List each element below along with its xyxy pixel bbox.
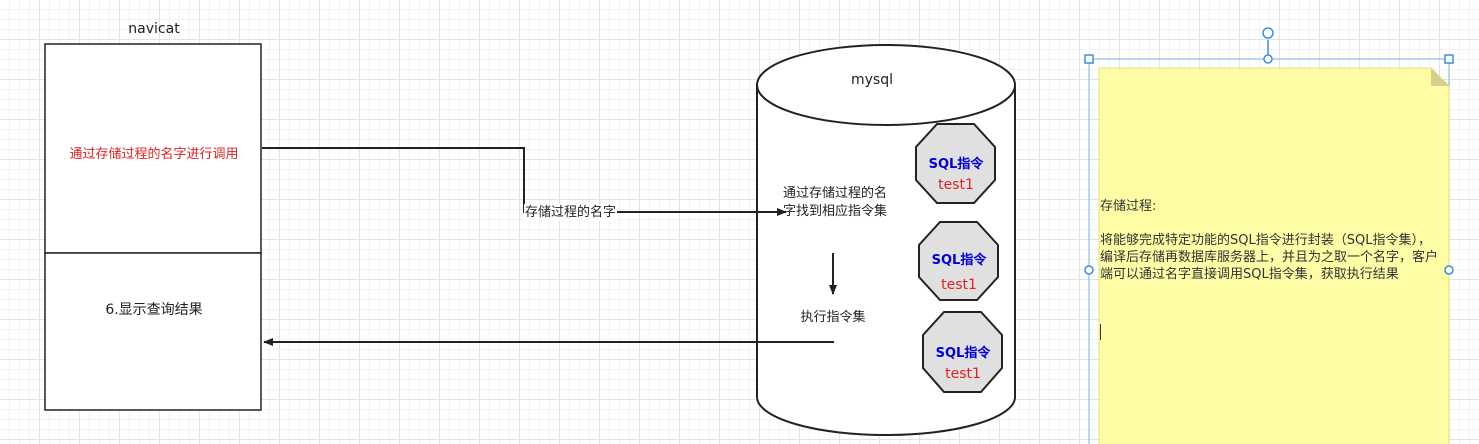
note-body: 将能够完成特定功能的SQL指令进行封装（SQL指令集），编译后存储再数据库服务器… bbox=[1100, 233, 1439, 282]
note-rotate-handle[interactable] bbox=[1262, 27, 1274, 39]
text-caret bbox=[1100, 324, 1101, 340]
note-text[interactable]: 存储过程: 将能够完成特定功能的SQL指令进行封装（SQL指令集），编译后存储再… bbox=[1100, 198, 1440, 283]
instruction-set-octagon[interactable] bbox=[918, 221, 999, 301]
note-resize-handle-left[interactable] bbox=[1084, 265, 1094, 275]
find-instruction-set-label: 通过存储过程的名字找到相应指令集 bbox=[782, 186, 887, 219]
mysql-title: mysql bbox=[851, 72, 893, 88]
instruction-set-title: SQL指令 bbox=[935, 346, 991, 361]
call-connector[interactable] bbox=[262, 147, 787, 216]
procedure-name-edge-label: 存储过程的名字 bbox=[524, 204, 618, 221]
navicat-result-box[interactable] bbox=[44, 252, 262, 411]
note-fold-corner bbox=[1431, 68, 1449, 86]
instruction-set-title: SQL指令 bbox=[928, 157, 984, 172]
instruction-set-subtitle: test1 bbox=[938, 177, 974, 193]
instruction-set-subtitle: test1 bbox=[945, 366, 981, 382]
note-heading: 存储过程: bbox=[1100, 199, 1157, 214]
instruction-set-subtitle: test1 bbox=[941, 277, 977, 293]
note-resize-handle-top[interactable] bbox=[1263, 54, 1273, 64]
instruction-set-title: SQL指令 bbox=[931, 253, 987, 268]
execute-instruction-set-label: 执行指令集 bbox=[800, 310, 866, 325]
note-resize-handle-top-left[interactable] bbox=[1084, 54, 1094, 64]
navicat-call-box[interactable] bbox=[44, 43, 262, 254]
navicat-title: navicat bbox=[128, 21, 180, 37]
note-resize-handle-right[interactable] bbox=[1444, 265, 1454, 275]
instruction-set-octagon[interactable] bbox=[922, 311, 1003, 393]
note-resize-handle-top-right[interactable] bbox=[1444, 54, 1454, 64]
show-result-label: 6.显示查询结果 bbox=[105, 302, 203, 318]
instruction-set-octagon[interactable] bbox=[915, 123, 996, 204]
mysql-cylinder-top bbox=[756, 44, 1016, 126]
call-by-name-label: 通过存储过程的名字进行调用 bbox=[69, 147, 239, 162]
